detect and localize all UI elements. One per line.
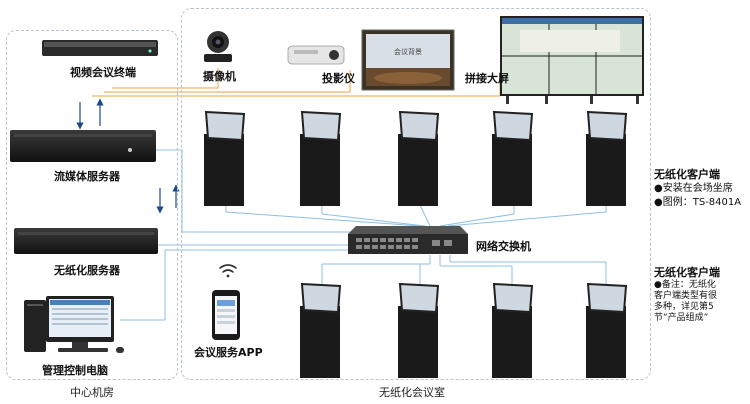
paperless-client-top-5 [586, 110, 628, 206]
paperless-client-bottom-2 [398, 282, 440, 378]
control-pc-label: 管理控制电脑 [42, 364, 108, 377]
data-flow-arrows [76, 98, 180, 214]
paperless-client-top-1 [204, 110, 246, 206]
meeting-room-label: 无纸化会议室 [379, 386, 445, 399]
client-info-1-line2: ●图例：TS-8401A [654, 197, 742, 208]
control-pc-device [24, 296, 124, 353]
client-info-1-title: 无纸化客户端 [654, 168, 720, 181]
network-lines [120, 149, 607, 321]
streaming-server-device [10, 130, 156, 162]
client-info-2-title: 无纸化客户端 [654, 266, 720, 279]
wifi-icon [219, 264, 237, 278]
paperless-client-bottom-4 [586, 282, 628, 378]
paperless-client-top-4 [492, 110, 534, 206]
video-terminal-label: 视频会议终端 [70, 66, 136, 79]
streaming-server-label: 流媒体服务器 [54, 170, 120, 183]
video-wall-device [500, 16, 644, 104]
app-label: 会议服务APP [194, 346, 263, 359]
paperless-client-bottom-3 [492, 282, 534, 378]
paperless-client-top-3 [398, 110, 440, 206]
paperless-client-top-2 [300, 110, 342, 206]
client-info-2-line4: 节“产品组成” [654, 313, 709, 323]
machine-room-zone [6, 30, 178, 380]
machine-room-label: 中心机房 [70, 386, 114, 399]
network-switch-device [348, 226, 468, 254]
paperless-server-label: 无纸化服务器 [54, 264, 120, 277]
client-info-1-line1: ●安装在会场坐席 [654, 183, 733, 194]
projector-device [287, 45, 345, 65]
client-info-2-line2: 客户端类型有很 [654, 291, 718, 301]
camera-device [204, 31, 232, 62]
projector-label: 投影仪 [322, 72, 355, 85]
client-info-2: 无纸化客户端 ●备注：无纸化 客户端类型有很 多种，详见第5 节“产品组成” [654, 266, 748, 324]
client-info-1: 无纸化客户端 ●安装在会场坐席 ●图例：TS-8401A [654, 168, 748, 210]
meeting-room-zone [181, 8, 651, 380]
video-wall-label: 拼接大屏 [465, 72, 509, 85]
network-switch-label: 网络交换机 [476, 240, 531, 253]
video-terminal-device [42, 40, 158, 56]
paperless-client-bottom-1 [300, 282, 342, 378]
client-info-2-line1: ●备注：无纸化 [654, 280, 716, 290]
paperless-server-device [14, 228, 158, 254]
camera-label: 摄像机 [203, 70, 236, 83]
screen-text: 会议背景 [394, 47, 422, 56]
projection-screen: 会议背景 [361, 29, 455, 91]
client-info-2-line3: 多种，详见第5 [654, 302, 714, 312]
phone-app-device [212, 290, 240, 340]
video-signal-lines [92, 68, 501, 97]
